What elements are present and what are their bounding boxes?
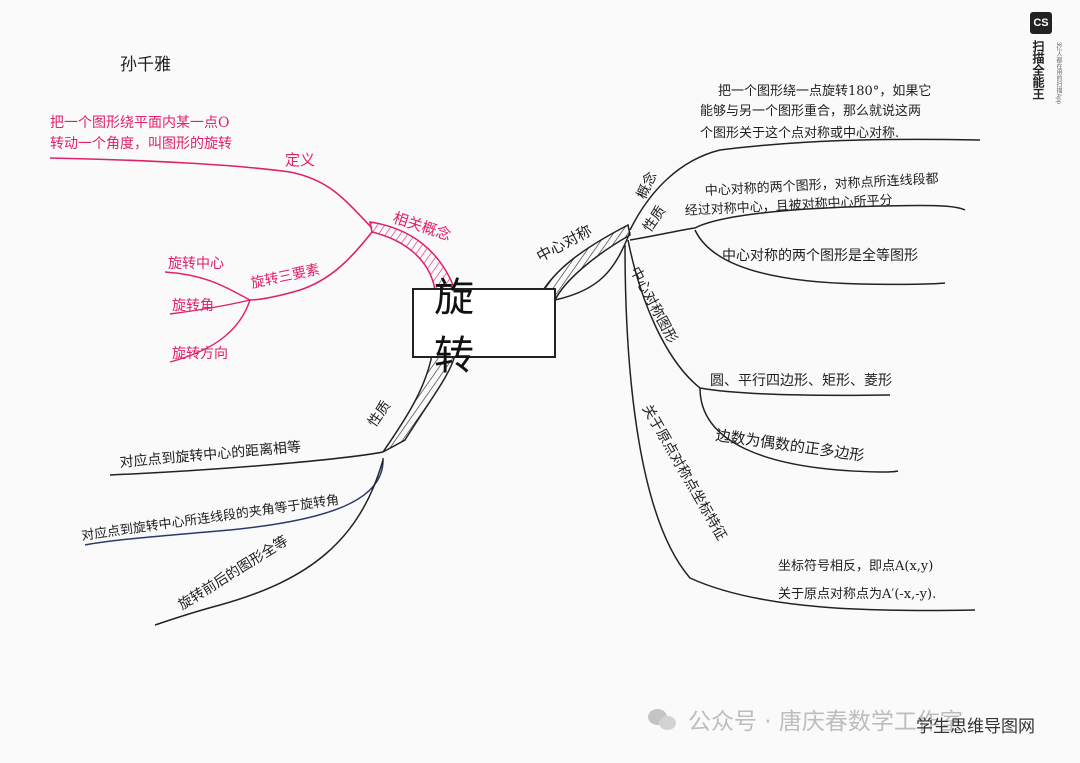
symmetric-figures-label: 中心对称图形	[626, 264, 680, 346]
concept-label: 概念	[633, 169, 660, 202]
element-1: 旋转中心	[168, 256, 224, 272]
definition-text-1: 把一个图形绕平面内某一点O	[50, 115, 229, 131]
author-name: 孙千雅	[120, 55, 171, 75]
concept-text-2: 能够与另一个图形重合，那么就说这两	[700, 103, 921, 119]
symmetric-figures-2: 边数为偶数的正多边形	[714, 426, 865, 465]
scanner-brand-tagline: 3亿人都在用的扫描App	[1055, 42, 1061, 105]
right-property-line-1	[694, 204, 966, 229]
right-property-text-1: 中心对称的两个图形，对称点所连线段都	[704, 171, 939, 199]
right-property-line-2	[694, 229, 946, 286]
element-line-1	[164, 271, 251, 301]
coord-text-1: 坐标符号相反，即点A(x,y)	[778, 558, 933, 574]
right-property-label: 性质	[640, 203, 669, 235]
definition-branch-line	[49, 157, 373, 229]
concept-line	[629, 138, 981, 231]
right-property-stem	[629, 227, 696, 241]
element-line-2	[169, 299, 251, 315]
central-symmetry-underline	[554, 231, 631, 301]
left-property-1: 对应点到旋转中心的距离相等	[119, 438, 302, 471]
origin-sym-label: 关于原点对称点坐标特征	[639, 402, 730, 543]
wechat-icon	[648, 707, 678, 731]
right-property-text-3: 中心对称的两个图形是全等图形	[722, 247, 918, 264]
source-site-label: 学生思维导图网	[916, 717, 1035, 737]
left-property-line-3	[154, 459, 384, 626]
symmetric-figures-1: 圆、平行四边形、矩形、菱形	[710, 373, 892, 389]
definition-label: 定义	[285, 151, 315, 169]
left-property-label: 性质	[365, 398, 394, 430]
three-elements-label: 旋转三要素	[250, 262, 322, 292]
scanner-logo-icon: CS	[1030, 12, 1052, 34]
scanner-brand-name: 扫描全能王	[1031, 40, 1045, 100]
center-topic-box: 旋 转	[412, 275, 556, 379]
left-property-line-1	[109, 451, 384, 476]
left-property-2: 对应点到旋转中心所连线段的夹角等于旋转角	[80, 492, 340, 544]
concept-text-3: 个图形关于这个点对称或中心对称.	[700, 125, 899, 141]
coord-text-2: 关于原点对称点为A′(-x,-y).	[778, 587, 936, 602]
three-elements-branch-line	[249, 231, 373, 301]
left-property-line-2	[84, 457, 384, 546]
element-line-3	[169, 299, 251, 363]
left-property-branch	[382, 354, 456, 453]
origin-sym-line	[624, 244, 976, 612]
central-symmetry-branch	[538, 223, 631, 301]
symmetric-figures-line-2	[699, 387, 899, 473]
concept-text-1: 把一个图形绕一点旋转180°，如果它	[718, 83, 931, 99]
element-3: 旋转方向	[172, 346, 228, 362]
scanner-brand-badge: CS 扫描全能王 3亿人都在用的扫描App	[1030, 12, 1061, 132]
center-topic-title: 旋 转	[434, 275, 500, 379]
wechat-watermark: 公众号 · 唐庆春数学工作室	[648, 702, 963, 736]
definition-text-2: 转动一个角度，叫图形的旋转	[50, 136, 232, 152]
element-2: 旋转角	[172, 298, 214, 314]
watermark-text: 公众号 · 唐庆春数学工作室	[688, 709, 963, 735]
